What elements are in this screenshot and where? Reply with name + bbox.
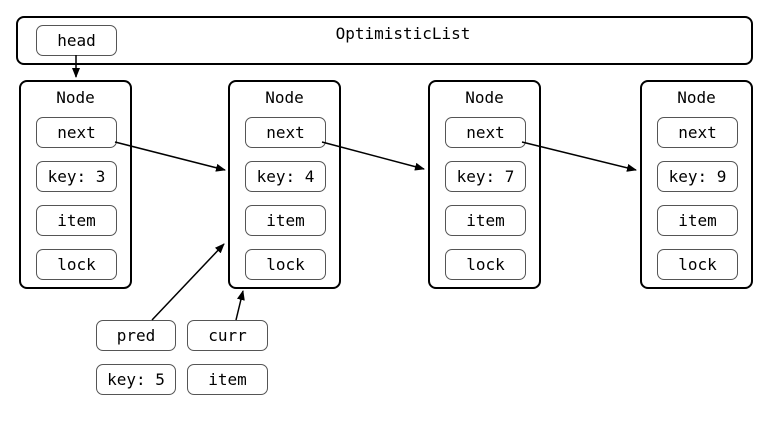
node-lock-field: lock <box>657 249 738 280</box>
node-next-field: next <box>445 117 526 148</box>
node-title: Node <box>56 88 95 107</box>
node-title: Node <box>677 88 716 107</box>
node-next-field: next <box>245 117 326 148</box>
node-item-field: item <box>36 205 117 236</box>
node-key-field: key: 9 <box>657 161 738 192</box>
optimistic-list-box: head OptimisticList <box>16 16 753 65</box>
node-lock-field: lock <box>36 249 117 280</box>
node-title: Node <box>265 88 304 107</box>
node-box-1: Node next key: 4 item lock <box>228 80 341 289</box>
cursor-key-field: key: 5 <box>96 364 176 395</box>
node-item-field: item <box>657 205 738 236</box>
next-arrow-1 <box>321 141 425 171</box>
pred-arrow <box>151 243 225 321</box>
node-next-field: next <box>36 117 117 148</box>
pred-field: pred <box>96 320 176 351</box>
node-key-field: key: 4 <box>245 161 326 192</box>
next-arrow-2 <box>521 141 637 172</box>
curr-arrow <box>235 290 245 321</box>
node-key-field: key: 7 <box>445 161 526 192</box>
node-key-field: key: 3 <box>36 161 117 192</box>
node-item-field: item <box>245 205 326 236</box>
node-lock-field: lock <box>245 249 326 280</box>
head-field: head <box>36 25 117 56</box>
node-item-field: item <box>445 205 526 236</box>
node-lock-field: lock <box>445 249 526 280</box>
curr-field: curr <box>187 320 268 351</box>
cursor-item-field: item <box>187 364 268 395</box>
list-title: OptimisticList <box>335 24 471 43</box>
node-box-3: Node next key: 9 item lock <box>640 80 753 289</box>
node-box-0: Node next key: 3 item lock <box>19 80 132 289</box>
node-box-2: Node next key: 7 item lock <box>428 80 541 289</box>
node-next-field: next <box>657 117 738 148</box>
node-title: Node <box>465 88 504 107</box>
next-arrow-0 <box>114 141 226 172</box>
